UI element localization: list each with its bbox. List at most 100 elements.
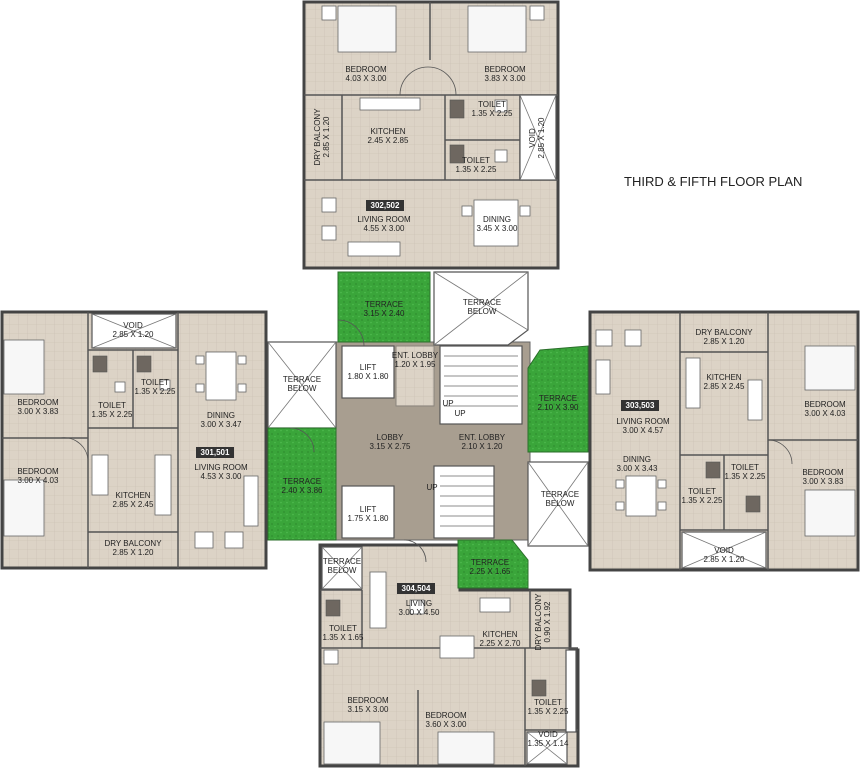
room-label: 1.35 X 2.25: [528, 707, 569, 716]
room-label: KITCHEN: [706, 373, 741, 382]
room-label: BEDROOM: [484, 65, 526, 74]
room-label: 4.55 X 3.00: [364, 224, 405, 233]
room-label: 1.80 X 1.80: [348, 372, 389, 381]
room-label: TERRACE: [541, 490, 579, 499]
room-label: 2.10 X 3.90: [538, 403, 579, 412]
room-label: TOILET: [98, 401, 126, 410]
room-label: DINING: [483, 215, 511, 224]
room-label: 2.85 X 2.45: [113, 500, 154, 509]
room-label: BELOW: [468, 307, 497, 316]
room-label: TERRACE: [323, 557, 361, 566]
stair-up-label: UP: [454, 409, 465, 418]
room-label: VOID: [528, 128, 537, 148]
bed-icon: [323, 721, 381, 765]
room-label: KITCHEN: [370, 127, 405, 136]
room-label: DRY BALCONY: [313, 108, 322, 166]
room-label: BEDROOM: [17, 398, 59, 407]
room-label: BEDROOM: [345, 65, 387, 74]
unit-badge: 304,504: [402, 584, 431, 593]
room-label: BEDROOM: [804, 400, 846, 409]
bed-icon: [337, 5, 397, 53]
room-label: LIVING ROOM: [194, 463, 248, 472]
terrace-top: [337, 271, 431, 343]
unit-top: BEDROOM 4.03 X 3.00 BEDROOM 3.83 X 3.00 …: [302, 0, 560, 270]
room-label: KITCHEN: [115, 491, 150, 500]
room-label: VOID: [538, 730, 558, 739]
room-label: 1.35 X 2.25: [725, 472, 766, 481]
room-label: 3.15 X 2.75: [370, 442, 411, 451]
room-label: DRY BALCONY: [104, 539, 162, 548]
room-label: 2.85 X 1.20: [704, 337, 745, 346]
room-label: 2.10 X 1.20: [462, 442, 503, 451]
room-label: LIVING ROOM: [616, 417, 670, 426]
room-label: 3.00 X 3.47: [201, 420, 242, 429]
room-label: 3.00 X 4.50: [399, 608, 440, 617]
room-label: 2.85 X 1.20: [113, 548, 154, 557]
room-label: DINING: [623, 455, 651, 464]
room-label: BELOW: [546, 499, 575, 508]
room-label: 2.85 X 2.45: [704, 382, 745, 391]
room-label: 2.45 X 2.85: [368, 136, 409, 145]
room-label: TERRACE: [283, 477, 321, 486]
plan-title: THIRD & FIFTH FLOOR PLAN: [624, 174, 802, 189]
unit-left: VOID 2.85 X 1.20 BEDROOM 3.00 X 3.83 TOI…: [0, 310, 268, 570]
room-label: BEDROOM: [347, 696, 389, 705]
room-label: TOILET: [731, 463, 759, 472]
room-label: 3.15 X 3.00: [348, 705, 389, 714]
room-label: BEDROOM: [425, 711, 467, 720]
room-label: 2.85 X 1.20: [704, 555, 745, 564]
stair-up-label: UP: [442, 399, 453, 408]
unit-right: DRY BALCONY 2.85 X 1.20 KITCHEN 2.85 X 2…: [588, 310, 860, 572]
room-label: TERRACE: [471, 558, 509, 567]
room-label: TERRACE: [463, 298, 501, 307]
room-label: 3.00 X 3.83: [803, 477, 844, 486]
room-label: 3.00 X 4.03: [18, 476, 59, 485]
room-label: VOID: [123, 321, 143, 330]
terrace-bottom: [457, 539, 529, 589]
room-label: 2.25 X 2.70: [480, 639, 521, 648]
unit-badge: 303,503: [626, 401, 655, 410]
room-label: DRY BALCONY: [695, 328, 753, 337]
bed-icon: [804, 489, 856, 537]
room-label: TERRACE: [283, 375, 321, 384]
room-label: 1.35 X 2.25: [92, 410, 133, 419]
unit-badge: 301,501: [201, 448, 230, 457]
unit-badge: 302,502: [371, 201, 400, 210]
room-label: 3.00 X 4.57: [623, 426, 664, 435]
room-label: 0.90 X 1.92: [543, 601, 552, 642]
bed-icon: [804, 345, 856, 391]
bed-icon: [3, 479, 45, 537]
room-label: 3.00 X 3.43: [617, 464, 658, 473]
room-label: TERRACE: [539, 394, 577, 403]
room-label: LIFT: [360, 363, 377, 372]
room-label: 4.03 X 3.00: [346, 74, 387, 83]
room-label: ENT. LOBBY: [459, 433, 506, 442]
room-label: TOILET: [534, 698, 562, 707]
room-label: VOID: [714, 546, 734, 555]
room-label: 1.20 X 1.95: [395, 360, 436, 369]
room-label: 2.85 X 1.20: [537, 117, 546, 158]
bed-icon: [437, 731, 495, 765]
room-label: 1.35 X 1.14: [528, 739, 569, 748]
room-label: DINING: [207, 411, 235, 420]
room-label: 4.53 X 3.00: [201, 472, 242, 481]
room-label: LIVING ROOM: [357, 215, 411, 224]
room-label: TOILET: [141, 378, 169, 387]
room-label: 2.25 X 1.65: [470, 567, 511, 576]
room-label: LOBBY: [377, 433, 404, 442]
room-label: 1.35 X 1.65: [323, 633, 364, 642]
room-label: TOILET: [329, 624, 357, 633]
room-label: LIVING: [406, 599, 432, 608]
room-label: 3.15 X 2.40: [364, 309, 405, 318]
room-label: BEDROOM: [17, 467, 59, 476]
room-label: DRY BALCONY: [534, 593, 543, 651]
room-label: BELOW: [328, 566, 357, 575]
stair-up-label: UP: [426, 483, 437, 492]
room-label: 3.00 X 4.03: [805, 409, 846, 418]
room-label: 1.35 X 2.25: [456, 165, 497, 174]
room-label: 2.40 X 3.86: [282, 486, 323, 495]
room-label: BELOW: [288, 384, 317, 393]
room-label: 3.60 X 3.00: [426, 720, 467, 729]
room-label: LIFT: [360, 505, 377, 514]
